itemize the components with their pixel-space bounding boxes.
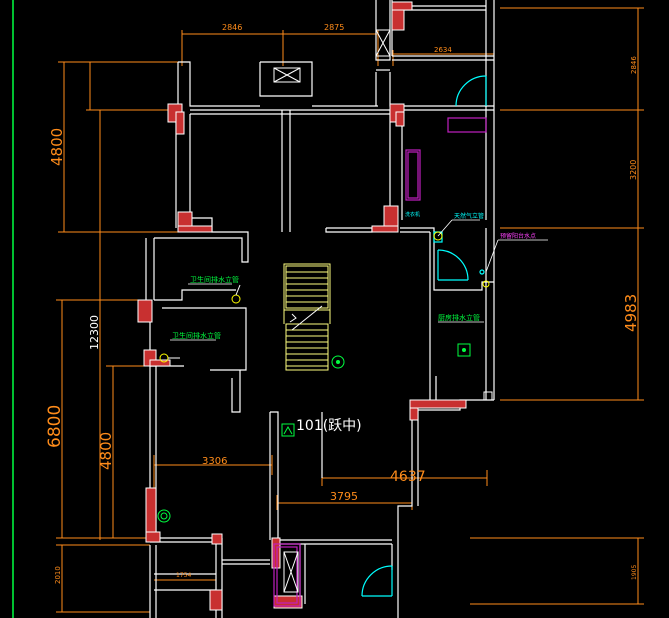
- dim-left-6800: 6800: [45, 405, 65, 448]
- dimension-texts: 2846 2875 2634 2846 3200 4983 4800 12300…: [45, 23, 640, 584]
- drain-symbol-3: [157, 509, 171, 523]
- furniture: [273, 117, 487, 607]
- dim-right-big: 4983: [622, 294, 640, 332]
- left-upper-note: 卫生间排水立管: [190, 275, 239, 284]
- dim-mid-4637: 4637: [390, 469, 426, 485]
- cyan-note-2: 洗衣机: [405, 211, 420, 218]
- dim-right-mid: 3200: [629, 160, 638, 180]
- doors: [361, 75, 487, 597]
- right-note: 预留阳台水点: [500, 232, 536, 240]
- column-left-bath: [137, 299, 153, 323]
- drain-symbol-1: [231, 294, 241, 304]
- dim-right-bottom: 1905: [631, 565, 638, 580]
- symbols: [157, 231, 493, 523]
- kitchen-note: 厨房排水立管: [438, 313, 480, 322]
- columns: [137, 1, 467, 611]
- dim-left-4800-upper: 4800: [48, 128, 66, 166]
- dim-top-left: 2846: [222, 23, 242, 32]
- dim-left-12300: 12300: [88, 315, 101, 350]
- drain-symbol-5: [482, 280, 490, 288]
- room-tag-box: [281, 423, 295, 437]
- dim-left-4800-lower: 4800: [97, 432, 115, 470]
- column-bottom-left: [145, 487, 157, 539]
- drain-symbol-4: [433, 231, 443, 241]
- dim-top-mid: 2875: [324, 23, 344, 32]
- dim-right-top: 2846: [630, 56, 638, 74]
- floor-drain-symbol: [457, 343, 471, 357]
- left-lower-note: 卫生间排水立管: [172, 331, 221, 340]
- dim-mid-3306: 3306: [202, 456, 227, 467]
- meter-symbol: [331, 355, 345, 369]
- walls: [145, 0, 495, 618]
- dim-left-small-bottom: 2010: [54, 566, 62, 584]
- shafts: [273, 29, 391, 593]
- dim-top-right: 2634: [434, 46, 452, 54]
- cyan-note-1: 天然气立管: [454, 212, 484, 220]
- room-name: 101(跃中): [296, 418, 362, 434]
- leader-lines: [170, 219, 548, 341]
- dim-bottom-1754: 1754: [176, 572, 191, 579]
- dim-mid-3795: 3795: [330, 490, 358, 503]
- annotation-texts: 101(跃中) 卫生间排水立管 卫生间排水立管 天然气立管 预留阳台水点 洗衣机…: [172, 211, 536, 434]
- stairs: [283, 263, 331, 371]
- dimension-lines: [56, 7, 644, 613]
- column-bottom-mid: [271, 537, 281, 569]
